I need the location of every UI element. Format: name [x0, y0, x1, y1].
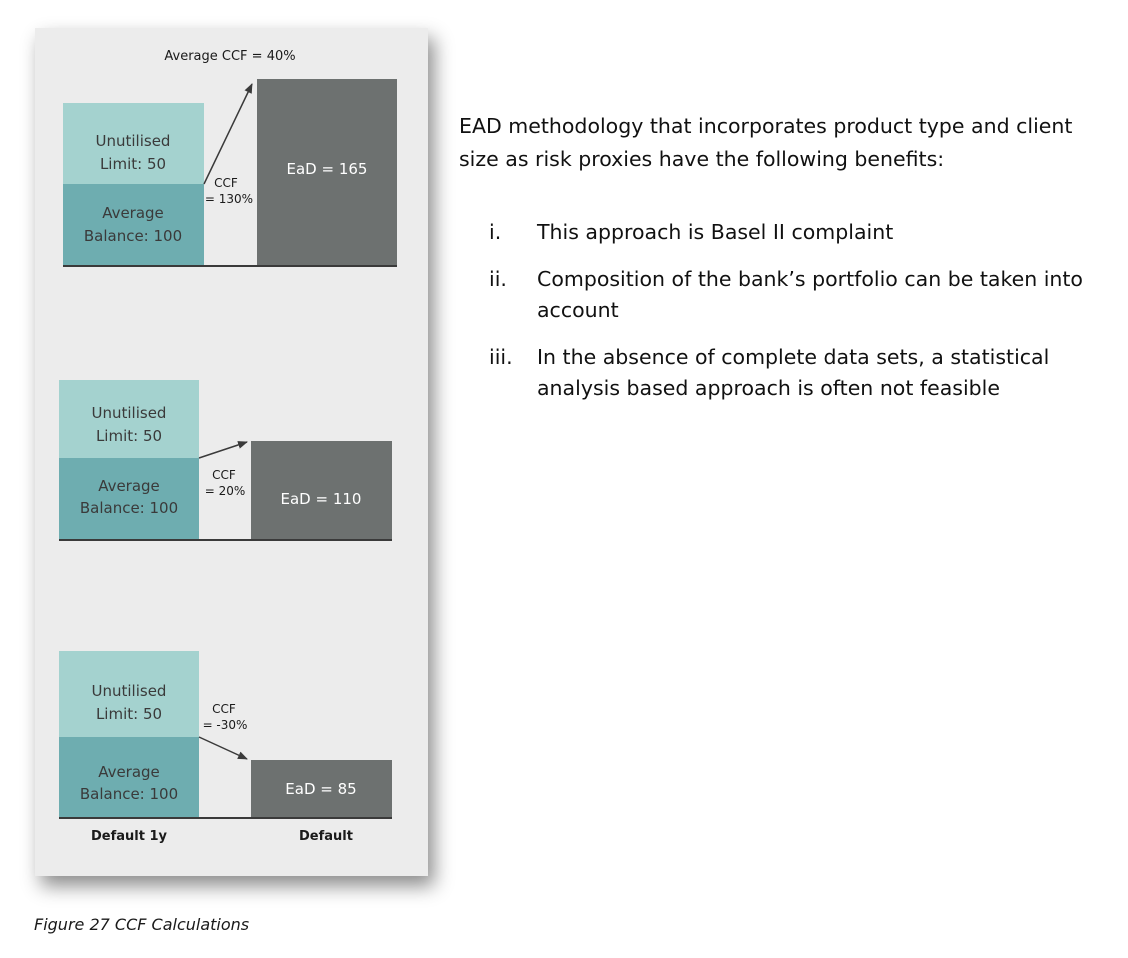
list-item-text: In the absence of complete data sets, a … — [537, 345, 1050, 400]
unutilised-label-line1: Unutilised — [96, 132, 171, 150]
unutilised-limit-box — [59, 651, 199, 737]
ccf-label-line2: = 130% — [205, 192, 253, 206]
balance-label-line2: Balance: 100 — [84, 227, 182, 245]
ccf-diagram: Average CCF = 40% Unutilised Limit: 50 A… — [59, 49, 397, 844]
ccf-arrow — [203, 83, 253, 185]
balance-label-line1: Average — [98, 477, 160, 495]
ccf-label-line1: CCF — [212, 702, 236, 716]
balance-label-line1: Average — [98, 763, 160, 781]
unutilised-label-line2: Limit: 50 — [96, 427, 162, 445]
ead-box — [251, 760, 392, 817]
list-item-text: This approach is Basel II complaint — [537, 220, 894, 244]
list-item-number: ii. — [489, 267, 507, 291]
list-item: iii. In the absence of complete data set… — [489, 342, 1099, 404]
ead-box — [251, 441, 392, 539]
ead-label: EaD = 165 — [287, 160, 368, 178]
axis-label-default-1y: Default 1y — [91, 829, 168, 844]
ccf-arrow — [198, 441, 248, 459]
unutilised-label-line2: Limit: 50 — [96, 705, 162, 723]
average-balance-box — [59, 737, 199, 817]
unutilised-label-line1: Unutilised — [92, 404, 167, 422]
axis-label-default: Default — [299, 829, 353, 844]
ccf-label-line2: = -30% — [203, 718, 248, 732]
list-item-number: iii. — [489, 345, 513, 369]
balance-label-line2: Balance: 100 — [80, 785, 178, 803]
list-item-number: i. — [489, 220, 502, 244]
scenario-1: Unutilised Limit: 50 Average Balance: 10… — [63, 79, 397, 267]
figure-caption: Figure 27 CCF Calculations — [34, 915, 250, 934]
unutilised-label-line1: Unutilised — [92, 682, 167, 700]
ccf-label-line1: CCF — [212, 468, 236, 482]
benefits-list: i. This approach is Basel II complaint i… — [489, 217, 1099, 420]
balance-label-line1: Average — [102, 204, 164, 222]
average-balance-box — [59, 458, 199, 539]
ead-label: EaD = 110 — [281, 490, 362, 508]
ccf-figure-panel: Average CCF = 40% Unutilised Limit: 50 A… — [35, 28, 428, 876]
ead-box — [257, 79, 397, 265]
scenario-2: Unutilised Limit: 50 Average Balance: 10… — [59, 380, 392, 541]
list-item-text: Composition of the bank’s portfolio can … — [537, 267, 1083, 322]
ccf-label-line2: = 20% — [205, 484, 246, 498]
average-ccf-label: Average CCF = 40% — [164, 49, 295, 64]
unutilised-limit-box — [59, 380, 199, 458]
ccf-arrow — [198, 736, 248, 760]
unutilised-label-line2: Limit: 50 — [100, 155, 166, 173]
list-item: i. This approach is Basel II complaint — [489, 217, 1099, 248]
balance-label-line2: Balance: 100 — [80, 499, 178, 517]
intro-paragraph: EAD methodology that incorporates produc… — [459, 114, 1073, 171]
scenario-3: Unutilised Limit: 50 Average Balance: 10… — [59, 651, 392, 819]
average-balance-box — [63, 184, 204, 265]
ccf-label-line1: CCF — [214, 176, 238, 190]
ead-label: EaD = 85 — [285, 780, 356, 798]
list-item: ii. Composition of the bank’s portfolio … — [489, 264, 1099, 326]
unutilised-limit-box — [63, 103, 204, 184]
